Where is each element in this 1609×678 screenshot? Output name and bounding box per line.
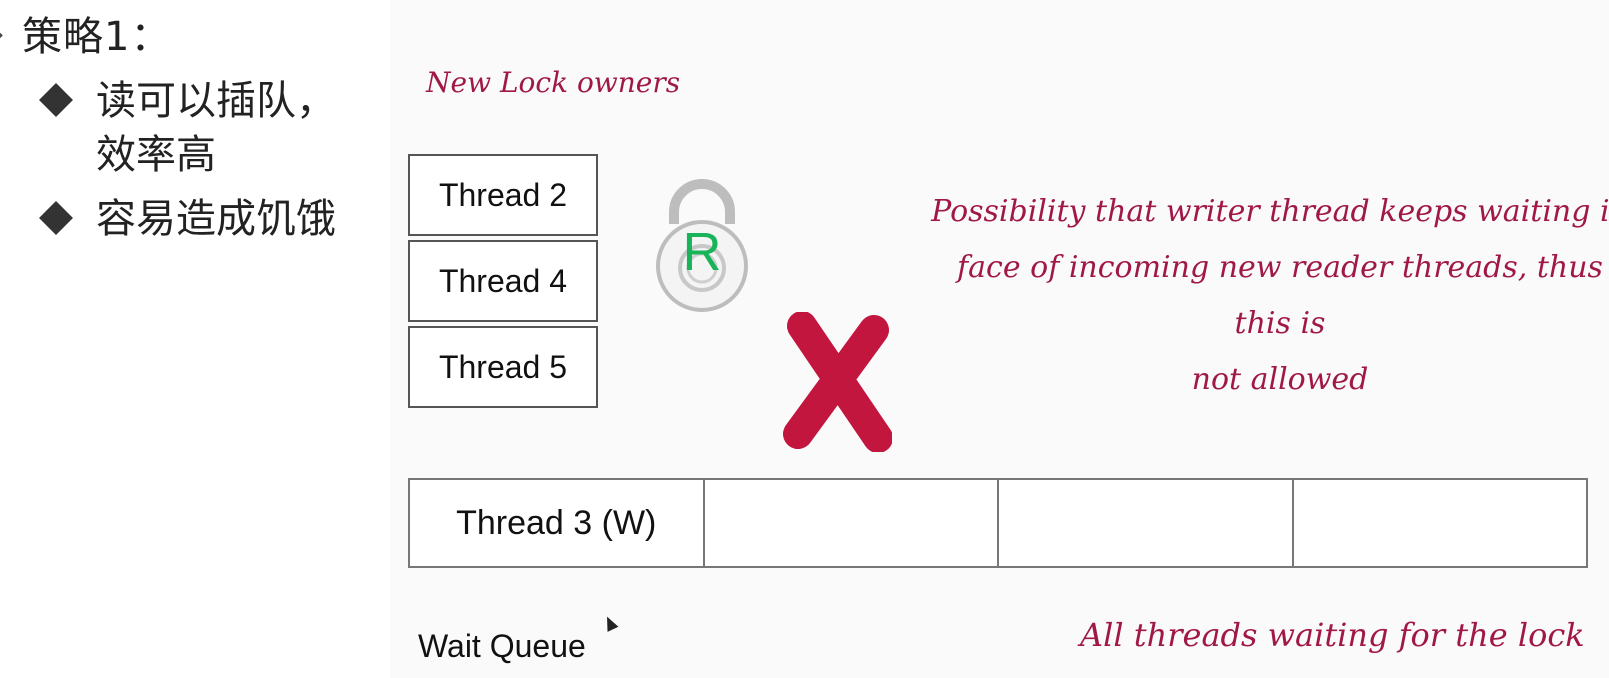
bullet-item-1-line1: 读可以插队，: [96, 78, 336, 124]
slide-title: 策略1：: [22, 14, 172, 60]
queue-slot-2: [705, 480, 999, 566]
bullet-item-1-line2: 效率高: [96, 132, 216, 178]
wait-queue: Thread 3 (W): [408, 478, 1588, 568]
bullet-item-1: 读可以插队， 效率高: [96, 74, 336, 182]
diagram-area: New Lock owners Thread 2 Thread 4 Thread…: [390, 0, 1609, 678]
queue-slot-4: [1294, 480, 1587, 566]
lock-letter: R: [683, 222, 722, 282]
queue-slot-3: [999, 480, 1294, 566]
queue-slot-1-label: Thread 3 (W): [456, 503, 657, 542]
note-line-1: Possibility that writer thread keeps wai…: [931, 194, 1609, 229]
cross-icon: [783, 312, 892, 452]
note-line-2: face of incoming new reader threads, thu…: [957, 250, 1603, 341]
diamond-bullet-icon: [39, 83, 73, 117]
bullet-item-2: 容易造成饥饿: [96, 192, 336, 246]
wait-queue-label: Wait Queue: [418, 628, 586, 664]
lock-icon: R: [656, 179, 748, 312]
note-line-3: not allowed: [1191, 362, 1369, 397]
owners-title: New Lock owners: [426, 66, 681, 99]
bullet-item-2-line1: 容易造成饥饿: [96, 196, 336, 242]
owner-thread-2: Thread 2: [408, 154, 598, 236]
all-threads-label: All threads waiting for the lock: [1080, 616, 1585, 654]
owner-thread-5: Thread 5: [408, 326, 598, 408]
diamond-bullet-icon: [39, 201, 73, 235]
starvation-note: Possibility that writer thread keeps wai…: [930, 184, 1609, 408]
queue-slot-1: Thread 3 (W): [410, 480, 705, 566]
slide-panel: › 策略1： 读可以插队， 效率高 容易造成饥饿: [0, 0, 390, 678]
owner-thread-4: Thread 4: [408, 240, 598, 322]
bullet-arrow-icon: ›: [0, 20, 4, 50]
